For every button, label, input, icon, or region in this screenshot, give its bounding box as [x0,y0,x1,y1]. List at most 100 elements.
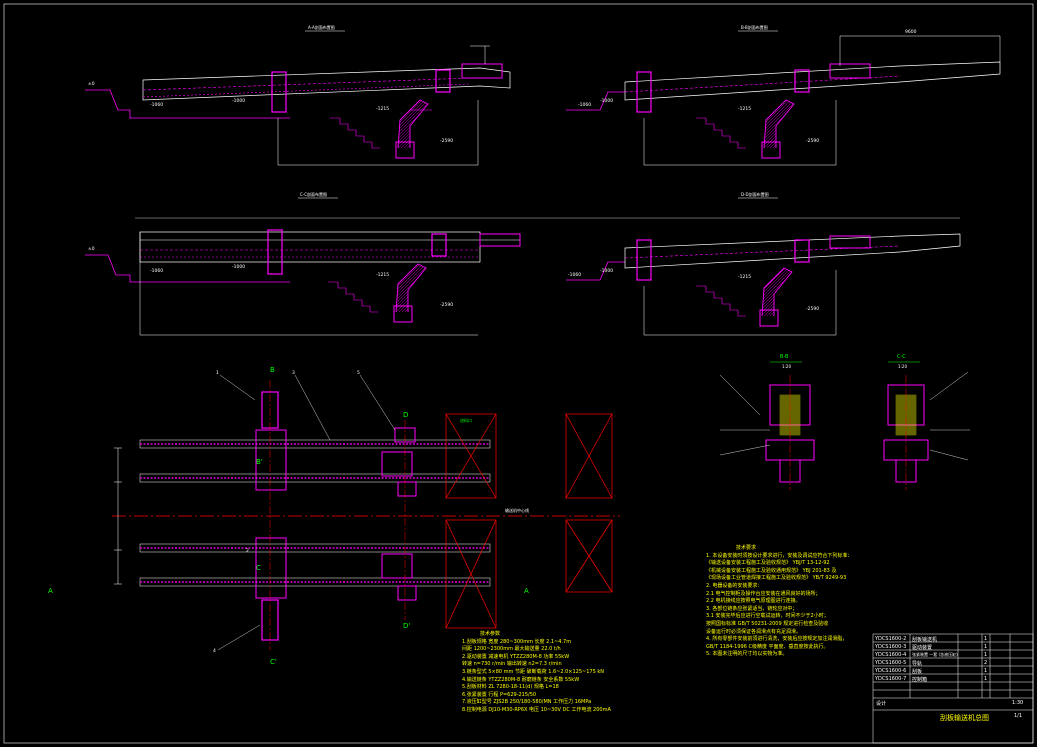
tb-code: YDCS1600-2 [875,636,907,642]
notes-block: 技术要求 1. 本设备安装时须按设计要求进行，安装及调试应符合下列标准： 《输送… [706,545,852,659]
spec-line: 8.控制电源 DJ10-M30-RP6X 电压 10~30V DC 工作电流 2… [462,706,611,713]
tb-scale: 1:30 [1012,700,1024,706]
view-b-dim-1215: -1215 [738,106,751,112]
notes-line: 4. 所有零部件安装前须进行清洗，安装后应按规定加注润滑脂， [706,636,848,643]
spec-line: 转速 n=730 r/min 输出转速 n2=7.3 r/min [462,661,562,668]
mark-c-prime: C' [270,658,277,666]
section-cc-scale: 1:20 [898,364,907,369]
tb-code: YDCS1600-3 [875,644,907,650]
view-d-dim-2590: -2590 [806,306,819,312]
conveyor-run [139,577,491,587]
spec-line: 4.输送链条 YTZZ280M-8 耐磨链条 安全系数 55kW [462,676,580,683]
feed-box-label: 进料口 [460,417,472,423]
conveyor-run [139,439,491,449]
tb-name: 刮板 [912,669,923,675]
section-cc-detail: C-C 1:20 [883,354,970,490]
tb-sheet: 1/1 [1014,713,1023,719]
callout-2: 2 [246,548,249,554]
view-a-dim-1000: -1000 [232,98,245,104]
conveyor-run [139,543,491,553]
tb-company: 设计 [876,701,887,707]
tb-name: 张紧装置 一套 (含液压缸) [912,652,958,657]
callout-5: 5 [357,370,360,376]
section-bb-detail: B-B 1:20 [719,354,815,490]
notes-line: 《输送设备安装工程施工及验收规范》 YBJ/T 13-12-92 [706,560,830,567]
drawing-frame [3,3,1034,744]
notes-line: 设备运行时必须保证各润滑点有充足润滑。 [706,628,802,635]
tb-name: 控制箱 [912,677,928,683]
callout-4: 4 [213,648,216,654]
section-cc-title: C-C [897,354,906,360]
notes-line: 按照国标标准 GB/T 50231-2009 规定进行检查及验收 [706,620,829,627]
tb-drawing-title: 刮板输送机总图 [940,714,989,722]
spec-line: 1.刮板规格 宽度 280~300mm 长度 2.1~4.7m [462,638,572,645]
view-d-dim-1060: -1060 [568,272,581,278]
notes-line: 2.1 电气控制柜及操作台应安装在通风良好的场所； [706,590,821,597]
elevation-view-b: B-B剖面布置图 9600 -1060 -1000 -1215 -2590 [566,24,1001,166]
view-b-dim-2590: -2590 [806,138,819,144]
view-b-dim-1060: -1060 [578,102,591,108]
plan-view: 输送机中心线 [48,366,620,666]
spec-line: 6.张紧装置 行程 P=629-215/50 [462,691,537,698]
tb-qty: 1 [984,636,988,642]
view-a-dim-0: ±0 [88,81,95,87]
elevation-view-a: A-A剖面布置图 ±0 -1060 -1000 -1215 -2590 [85,24,511,166]
notes-line: 2.2 电机接线应按照电气原理图进行连接。 [706,598,801,605]
spec-line: 5.刮板材料 ZL 7280-18-11(d) 规格 L=18 [462,684,559,691]
tb-code: YDCS1600-7 [875,676,907,682]
tb-qty: 1 [984,676,988,682]
notes-line: GB/T 1184-1996 C级精度 平面度、垂直度按此执行。 [706,643,829,650]
feed-box [445,413,497,499]
section-bb-scale: 1:20 [782,364,791,369]
notes-line: 1. 本设备安装时须按设计要求进行，安装及调试应符合下列标准： [706,552,853,559]
mark-d-prime: D' [403,622,410,630]
tb-name: 刮板输送机 [912,637,938,643]
notes-line: 《现场设备工业管道焊接工程施工及验收规范》 YB/T 9249-93 [706,575,847,582]
view-c-dim-1000: -1000 [232,264,245,270]
feed-box [565,519,613,593]
view-a-dim-1060: -1060 [150,102,163,108]
view-d-title: D-D剖面布置图 [741,191,769,197]
view-a-title: A-A剖面布置图 [308,24,335,30]
tb-code: YDCS1600-4 [875,652,907,658]
section-bb-title: B-B [780,354,789,360]
mark-b: B [270,366,275,374]
feed-box [445,519,497,629]
spec-line: 3.链条型式 5×80 mm 节距 破断载荷 1.6~2.0×125~175 k… [462,668,604,675]
spec-line: 间距 1200~2300mm 最大输送量 22.0 t/h [462,646,561,653]
view-c-dim-0: ±0 [88,246,95,252]
feed-box [565,413,613,499]
notes-line: 5. 本图未注明的尺寸均以实物为准。 [706,651,788,658]
mark-a-left: A [48,587,53,595]
elevation-view-d: D-D剖面布置图 -1060 -1000 -1215 -2590 [566,191,961,336]
plan-centerline-label: 输送机中心线 [505,507,529,513]
elevation-view-c: C-C剖面布置图 ±0 -1060 -1000 -1215 -2590 [85,191,960,336]
tb-code: YDCS1600-5 [875,660,907,666]
tb-qty: 1 [984,668,988,674]
conveyor-run [139,473,491,483]
view-d-dim-1215: -1215 [738,274,751,280]
tb-qty: 2 [984,660,988,666]
title-block [872,633,1034,744]
mark-b-prime: B' [256,458,263,466]
view-c-dim-1060: -1060 [150,268,163,274]
view-b-dim-top: 9600 [905,29,917,35]
view-c-dim-1215: -1215 [376,272,389,278]
notes-title: 技术要求 [736,545,757,551]
view-a-dim-2590: -2590 [440,138,453,144]
view-c-title: C-C剖面布置图 [300,191,327,197]
view-d-dim-1000: -1000 [600,268,613,274]
spec-title: 技术参数 [480,631,501,637]
notes-line: 3.1 安装完毕后应进行空载试运转，时间不少于2小时； [706,613,829,620]
tb-name: 导轨 [912,661,923,667]
tb-name: 驱动装置 [912,645,933,651]
tb-qty: 1 [984,652,988,658]
tb-qty: 1 [984,644,988,650]
notes-line: 《机械设备安装工程施工及验收通用规范》 YBJ 201-83 及 [706,567,837,574]
callout-1: 1 [216,370,219,376]
view-b-dim-1000: -1000 [600,98,613,104]
view-c-dim-2590: -2590 [440,302,453,308]
tb-code: YDCS1600-6 [875,668,907,674]
mark-c: C [256,564,261,572]
